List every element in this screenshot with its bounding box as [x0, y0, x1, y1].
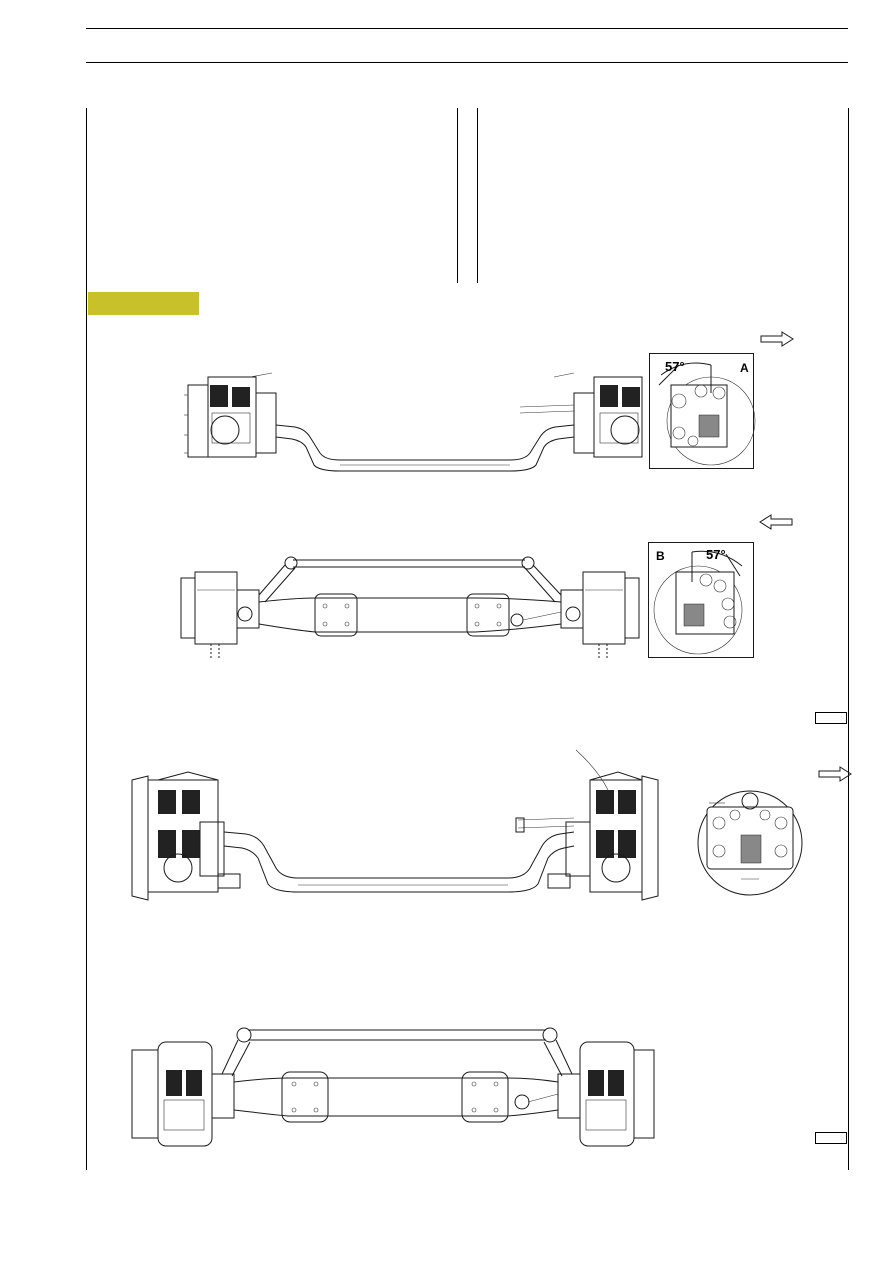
detail-a-inset: 57° A	[649, 353, 756, 469]
column-divider-left	[457, 108, 458, 283]
section-tab	[88, 292, 199, 315]
right-arrow-icon	[760, 331, 794, 347]
left-arrow-icon	[759, 514, 793, 530]
header-bottom-rule	[86, 62, 848, 63]
header-top-rule	[86, 28, 848, 29]
detail-a-letter: A	[740, 361, 749, 375]
detail-b-letter: B	[656, 549, 665, 563]
figure-label-box-1	[815, 712, 847, 724]
front-axle-plan-view-4	[131, 1027, 655, 1147]
detail-b-inset: 57° B	[648, 542, 754, 658]
detail-b-angle: 57°	[706, 547, 726, 562]
column-divider-right	[477, 108, 478, 283]
brake-caliper-detail	[697, 790, 803, 896]
figure-label-box-2	[815, 1132, 847, 1144]
front-axle-top-view-1	[184, 372, 643, 472]
left-margin-rule	[86, 108, 87, 1170]
front-axle-plan-view-2	[180, 556, 640, 658]
front-axle-top-view-3	[131, 749, 659, 901]
right-arrow-icon-2	[818, 766, 852, 782]
detail-a-angle: 57°	[665, 359, 685, 374]
right-margin-rule	[848, 108, 849, 1170]
